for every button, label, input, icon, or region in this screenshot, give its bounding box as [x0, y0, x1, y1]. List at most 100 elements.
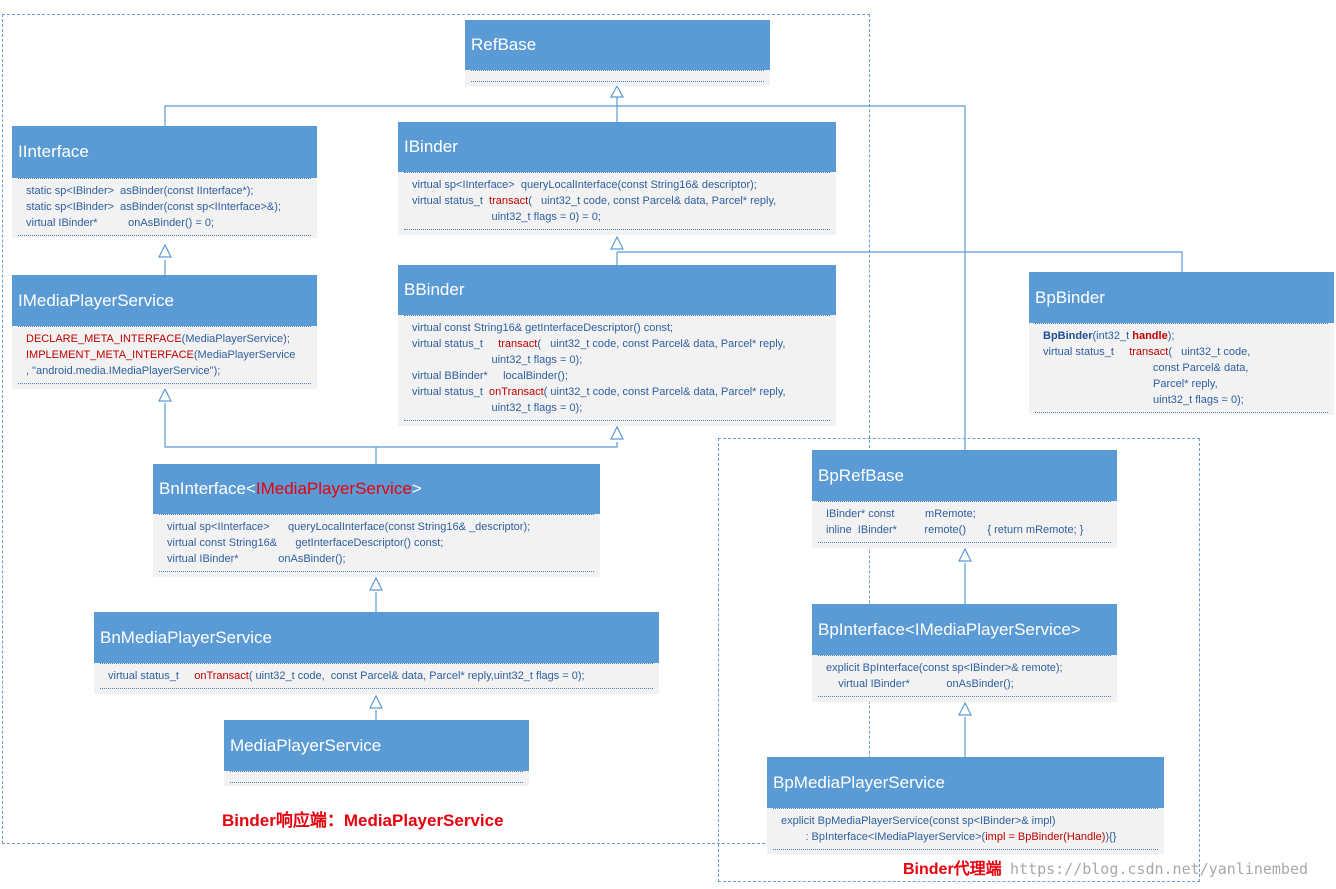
- member-text: ( uint32_t code, const Parcel& data, Par…: [248, 670, 585, 682]
- class-bbinder: BBinder virtual const String16& getInter…: [398, 265, 836, 426]
- arrow-bninterface: [369, 576, 383, 591]
- member-text: virtual IBinder* onAsBinder() = 0;: [26, 217, 214, 229]
- member-line: uint32_t flags = 0);: [412, 352, 822, 368]
- class-title: IMediaPlayerService: [12, 275, 317, 326]
- class-ibinder: IBinder virtual sp<IInterface> queryLoca…: [398, 122, 836, 235]
- class-refbase: RefBase: [465, 20, 770, 86]
- member-highlight: onTransact: [194, 670, 249, 682]
- client-side-caption: Binder代理端: [903, 861, 1002, 878]
- member-spacer: [826, 538, 1103, 542]
- member-text: virtual status_t: [108, 670, 195, 682]
- member-text: ( uint32_t code, const Parcel& data, Par…: [543, 386, 786, 398]
- server-side-caption: Binder响应端：MediaPlayerService: [222, 811, 504, 830]
- member-line: virtual IBinder* onAsBinder();: [167, 551, 586, 567]
- member-text: uint32_t flags = 0);: [412, 354, 583, 366]
- member-spacer: [26, 231, 303, 235]
- class-title: BnInterface<IMediaPlayerService>: [153, 464, 600, 514]
- member-line: virtual IBinder* onAsBinder();: [826, 676, 1103, 692]
- member-highlight: DECLARE_META_INTERFACE: [26, 333, 182, 345]
- class-title: BnMediaPlayerService: [94, 612, 659, 663]
- class-bninterface: BnInterface<IMediaPlayerService> virtual…: [153, 464, 600, 577]
- class-bpmediaplayerservice: BpMediaPlayerService explicit BpMediaPla…: [767, 757, 1164, 854]
- class-members: [471, 70, 764, 82]
- class-members: static sp<IBinder> asBinder(const IInter…: [18, 178, 311, 236]
- class-bpinterface: BpInterface<IMediaPlayerService> explici…: [812, 604, 1117, 702]
- member-line: const Parcel& data,: [1043, 360, 1320, 376]
- member-spacer: [781, 845, 1150, 849]
- member-text: , "android.media.IMediaPlayerService");: [26, 365, 221, 377]
- member-line: virtual sp<IInterface> queryLocalInterfa…: [167, 519, 586, 535]
- member-text: static sp<IBinder> asBinder(const sp<IIn…: [26, 201, 281, 213]
- member-line: explicit BpInterface(const sp<IBinder>& …: [826, 660, 1103, 676]
- member-highlight: transact: [489, 195, 529, 207]
- arrow-bpinterface: [958, 701, 972, 716]
- class-members: explicit BpInterface(const sp<IBinder>& …: [818, 655, 1111, 697]
- class-members: [230, 771, 523, 783]
- member-text: (int32_t: [1092, 330, 1133, 342]
- member-text: virtual IBinder* onAsBinder();: [826, 678, 1014, 690]
- member-spacer: [826, 692, 1103, 696]
- arrow-ibinder: [610, 235, 624, 250]
- class-members: explicit BpMediaPlayerService(const sp<I…: [773, 808, 1158, 850]
- arrow-bbinder: [610, 425, 624, 440]
- class-imediaplayerservice: IMediaPlayerService DECLARE_META_INTERFA…: [12, 275, 317, 389]
- class-title: BpInterface<IMediaPlayerService>: [812, 604, 1117, 655]
- member-text: virtual const String16& getInterfaceDesc…: [167, 537, 444, 549]
- member-text: ( uint32_t code,: [1168, 346, 1251, 358]
- arrow-iinterface: [158, 243, 172, 258]
- member-line: , "android.media.IMediaPlayerService");: [26, 363, 303, 379]
- member-line: virtual BBinder* localBinder();: [412, 368, 822, 384]
- client-region: [718, 438, 1200, 882]
- member-text: static sp<IBinder> asBinder(const IInter…: [26, 185, 254, 197]
- member-text: ( uint32_t code, const Parcel& data, Par…: [528, 195, 777, 207]
- member-text: virtual status_t: [412, 338, 499, 350]
- member-text: explicit BpMediaPlayerService(const sp<I…: [781, 815, 1056, 827]
- class-members: virtual sp<IInterface> queryLocalInterfa…: [404, 172, 830, 230]
- arrow-bnmps: [369, 694, 383, 709]
- member-highlight: handle: [1132, 330, 1168, 342]
- member-line: explicit BpMediaPlayerService(const sp<I…: [781, 813, 1150, 829]
- member-line: virtual status_t transact( uint32_t code…: [1043, 344, 1320, 360]
- member-text: inline IBinder* remote() { return mRemot…: [826, 524, 1084, 536]
- wire-bninterface-imps: [164, 403, 377, 464]
- server-region: [2, 14, 870, 844]
- member-text: uint32_t flags = 0) = 0;: [412, 211, 601, 223]
- arrow-imps: [158, 387, 172, 402]
- member-highlight: BpBinder: [1043, 330, 1093, 342]
- member-line: uint32_t flags = 0);: [412, 400, 822, 416]
- member-text: uint32_t flags = 0);: [412, 402, 583, 414]
- title-prefix: BnInterface<: [159, 479, 256, 498]
- arrow-bprefbase: [958, 547, 972, 562]
- class-members: BpBinder(int32_t handle); virtual status_…: [1035, 323, 1328, 413]
- member-line: virtual status_t transact( uint32_t code…: [412, 336, 822, 352]
- member-line: virtual status_t onTransact( uint32_t co…: [108, 668, 645, 684]
- member-line: virtual const String16& getInterfaceDesc…: [167, 535, 586, 551]
- class-title: RefBase: [465, 20, 770, 70]
- member-text: virtual sp<IInterface> queryLocalInterfa…: [167, 521, 531, 533]
- member-line: virtual sp<IInterface> queryLocalInterfa…: [412, 177, 822, 193]
- member-line: uint32_t flags = 0) = 0;: [412, 209, 822, 225]
- class-bprefbase: BpRefBase IBinder* const mRemote;inline …: [812, 450, 1117, 548]
- member-line: : BpInterface<IMediaPlayerService>(impl …: [781, 829, 1150, 845]
- member-line: IMPLEMENT_META_INTERFACE(MediaPlayerServ…: [26, 347, 303, 363]
- member-highlight: IMPLEMENT_META_INTERFACE: [26, 349, 194, 361]
- member-line: static sp<IBinder> asBinder(const IInter…: [26, 183, 303, 199]
- member-highlight: impl = BpBinder(Handle): [985, 831, 1106, 843]
- member-text: );: [1167, 330, 1175, 342]
- member-highlight: transact: [1129, 346, 1169, 358]
- class-members: virtual sp<IInterface> queryLocalInterfa…: [159, 514, 594, 572]
- wire-iinterface-refbase: [164, 96, 618, 126]
- class-members: DECLARE_META_INTERFACE(MediaPlayerServic…: [18, 326, 311, 384]
- member-text: Parcel* reply,: [1043, 378, 1218, 390]
- member-text: (MediaPlayerService);: [181, 333, 290, 345]
- member-spacer: [167, 567, 586, 571]
- member-line: virtual status_t transact( uint32_t code…: [412, 193, 822, 209]
- member-text: virtual IBinder* onAsBinder();: [167, 553, 346, 565]
- wire-bprefbase-refbase: [617, 105, 966, 450]
- member-line: inline IBinder* remote() { return mRemot…: [826, 522, 1103, 538]
- class-bnmediaplayerservice: BnMediaPlayerService virtual status_t on…: [94, 612, 659, 694]
- member-line: virtual const String16& getInterfaceDesc…: [412, 320, 822, 336]
- member-text: explicit BpInterface(const sp<IBinder>& …: [826, 662, 1063, 674]
- class-mediaplayerservice: MediaPlayerService: [224, 720, 529, 786]
- member-spacer: [412, 416, 822, 420]
